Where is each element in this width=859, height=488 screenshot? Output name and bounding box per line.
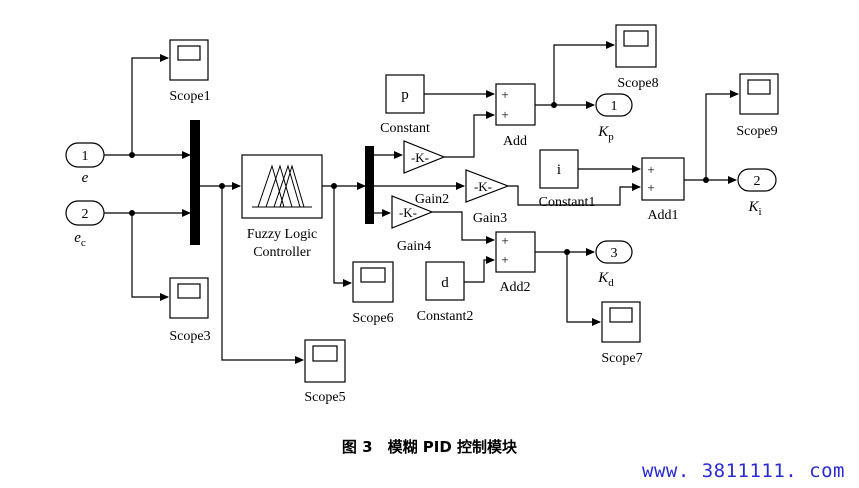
svg-text:-K-: -K- [411, 150, 429, 165]
outport-3[interactable]: 3 [595, 240, 633, 264]
constant2-label: Constant2 [417, 309, 474, 324]
add-block[interactable]: + + [495, 83, 536, 126]
svg-text:+: + [501, 87, 508, 102]
svg-text:+: + [501, 233, 508, 248]
junction-dots [129, 102, 709, 255]
scope1-label: Scope1 [169, 89, 210, 104]
scope8-label: Scope8 [617, 76, 658, 91]
add-label: Add [503, 134, 527, 149]
scope1-block[interactable] [169, 39, 209, 81]
svg-text:p: p [401, 87, 409, 103]
gain3-label: Gain3 [473, 211, 507, 226]
gain4-label: Gain4 [397, 239, 431, 254]
simulink-diagram: 1 e 2 ec Fuzzy Logic Controller Scope1 S… [65, 24, 779, 405]
scope5-label: Scope5 [304, 390, 345, 405]
add1-label: Add1 [647, 208, 678, 223]
svg-text:2: 2 [754, 174, 761, 189]
inport-1[interactable]: 1 [65, 142, 105, 168]
figure-caption: 图 3 模糊 PID 控制模块 [341, 438, 518, 456]
fuzzy-logic-controller-block[interactable] [241, 154, 323, 219]
svg-text:1: 1 [82, 149, 89, 164]
scope-screen-icon [747, 79, 771, 95]
constant1-i-block[interactable]: i [539, 149, 579, 189]
add2-label: Add2 [499, 280, 530, 295]
constant2-d-block[interactable]: d [425, 261, 465, 301]
watermark: www. 3811111. com [642, 460, 845, 482]
svg-text:+: + [501, 252, 508, 267]
svg-text:3: 3 [611, 246, 618, 261]
add1-block[interactable]: + + [641, 157, 685, 201]
scope-screen-icon [312, 345, 338, 362]
scope7-block[interactable] [601, 301, 641, 343]
svg-text:+: + [647, 180, 654, 195]
constant-p-block[interactable]: p [385, 74, 425, 114]
svg-text:+: + [501, 107, 508, 122]
outport-1-label: Kp [597, 124, 614, 143]
gain4-block[interactable]: -K- [391, 195, 434, 229]
inport-1-label: e [82, 170, 89, 186]
signal-wires [104, 41, 739, 364]
scope3-block[interactable] [169, 277, 209, 319]
constant-label: Constant [380, 121, 430, 136]
demux-bar[interactable] [365, 146, 374, 224]
scope6-block[interactable] [352, 261, 394, 303]
outport-2[interactable]: 2 [737, 168, 777, 192]
scope-screen-icon [360, 267, 386, 283]
inport-2-label: ec [74, 230, 86, 249]
scope9-block[interactable] [739, 73, 779, 115]
constant1-label: Constant1 [539, 195, 596, 210]
gain2-block[interactable]: -K- [403, 140, 446, 174]
mux-bar[interactable] [190, 120, 200, 245]
svg-text:-K-: -K- [474, 179, 492, 194]
add2-block[interactable]: + + [495, 231, 536, 273]
scope3-label: Scope3 [169, 329, 210, 344]
inport-2[interactable]: 2 [65, 200, 105, 226]
fuzzy-label-line1: Fuzzy Logic [247, 227, 317, 242]
svg-text:1: 1 [611, 99, 618, 114]
svg-text:d: d [441, 275, 449, 291]
scope-screen-icon [623, 30, 649, 47]
svg-text:+: + [647, 162, 654, 177]
svg-text:2: 2 [82, 207, 89, 222]
gain2-label: Gain2 [415, 192, 449, 207]
scope5-block[interactable] [304, 339, 346, 383]
scope6-label: Scope6 [352, 311, 393, 326]
svg-text:i: i [557, 162, 561, 178]
scope-screen-icon [177, 283, 201, 299]
fuzzy-label-line2: Controller [253, 245, 311, 260]
scope8-block[interactable] [615, 24, 657, 68]
outport-3-label: Kd [597, 270, 614, 289]
scope-screen-icon [609, 307, 633, 323]
outport-2-label: Ki [747, 199, 761, 218]
scope-screen-icon [177, 45, 201, 61]
svg-text:-K-: -K- [399, 205, 417, 220]
membership-functions-icon [252, 164, 312, 208]
gain3-block[interactable]: -K- [465, 169, 510, 203]
outport-1[interactable]: 1 [595, 93, 633, 117]
scope7-label: Scope7 [601, 351, 642, 366]
scope9-label: Scope9 [736, 124, 777, 139]
